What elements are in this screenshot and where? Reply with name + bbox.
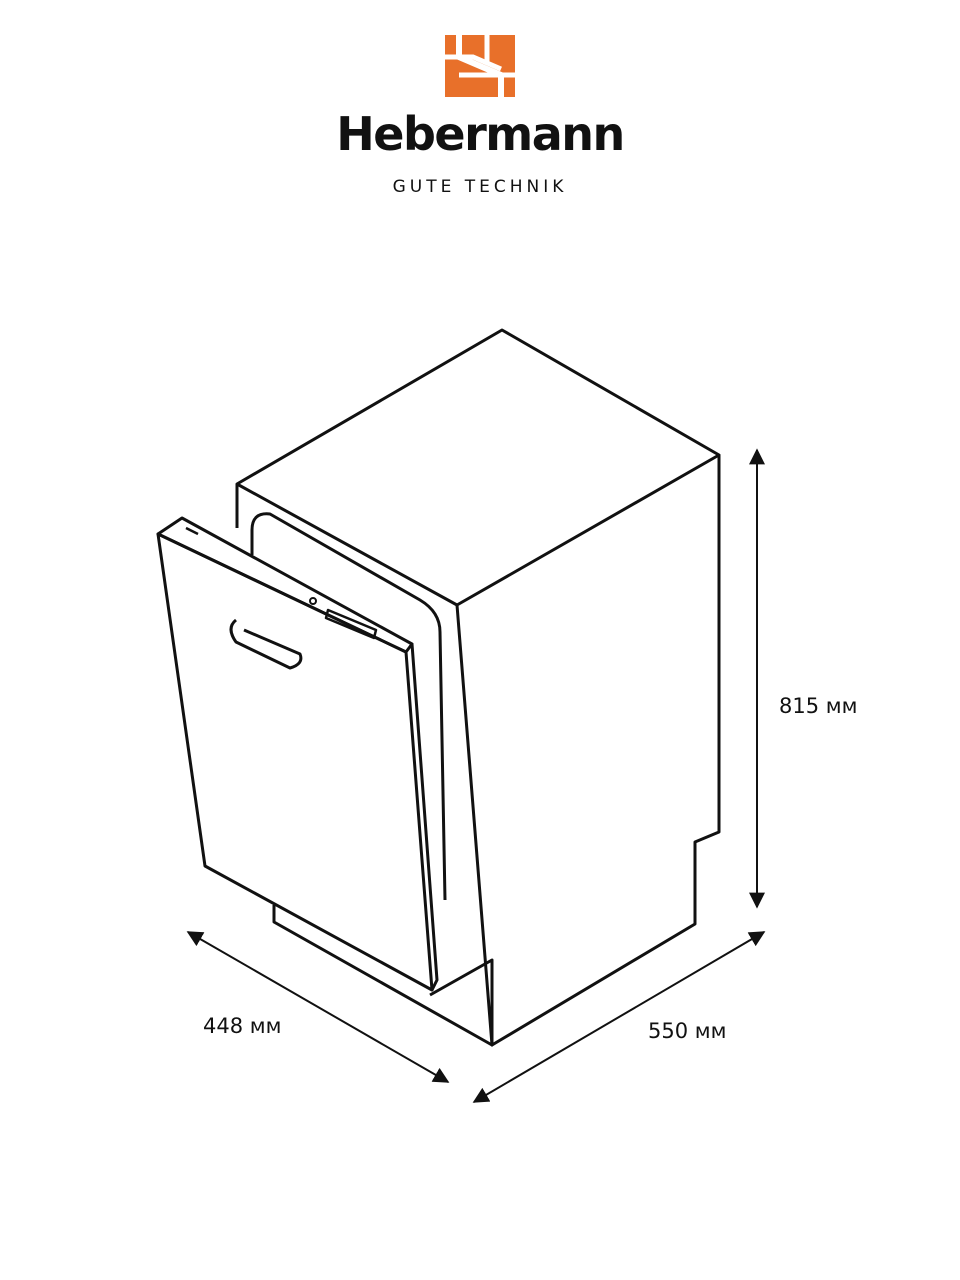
width-dimension-line bbox=[186, 931, 450, 1083]
cabinet-opening bbox=[250, 512, 447, 901]
door-side-edge bbox=[410, 643, 439, 991]
width-label: 448 мм bbox=[203, 1014, 282, 1038]
door-handle bbox=[229, 618, 303, 670]
control-panel bbox=[324, 608, 378, 640]
depth-dimension-line bbox=[472, 931, 766, 1103]
indicator-light bbox=[309, 597, 317, 605]
depth-label: 550 мм bbox=[648, 1019, 727, 1043]
hebermann-logo-icon bbox=[445, 35, 515, 97]
door-top-edge bbox=[156, 516, 414, 654]
cabinet-base bbox=[272, 905, 494, 1047]
height-label: 815 мм bbox=[779, 694, 858, 718]
door-corner-detail bbox=[185, 526, 199, 536]
cabinet-top bbox=[235, 328, 721, 607]
brand-name: Hebermann bbox=[336, 107, 625, 161]
cabinet-side bbox=[455, 455, 721, 1047]
brand-tagline: GUTE TECHNIK bbox=[392, 177, 568, 197]
door-panel bbox=[156, 532, 434, 992]
